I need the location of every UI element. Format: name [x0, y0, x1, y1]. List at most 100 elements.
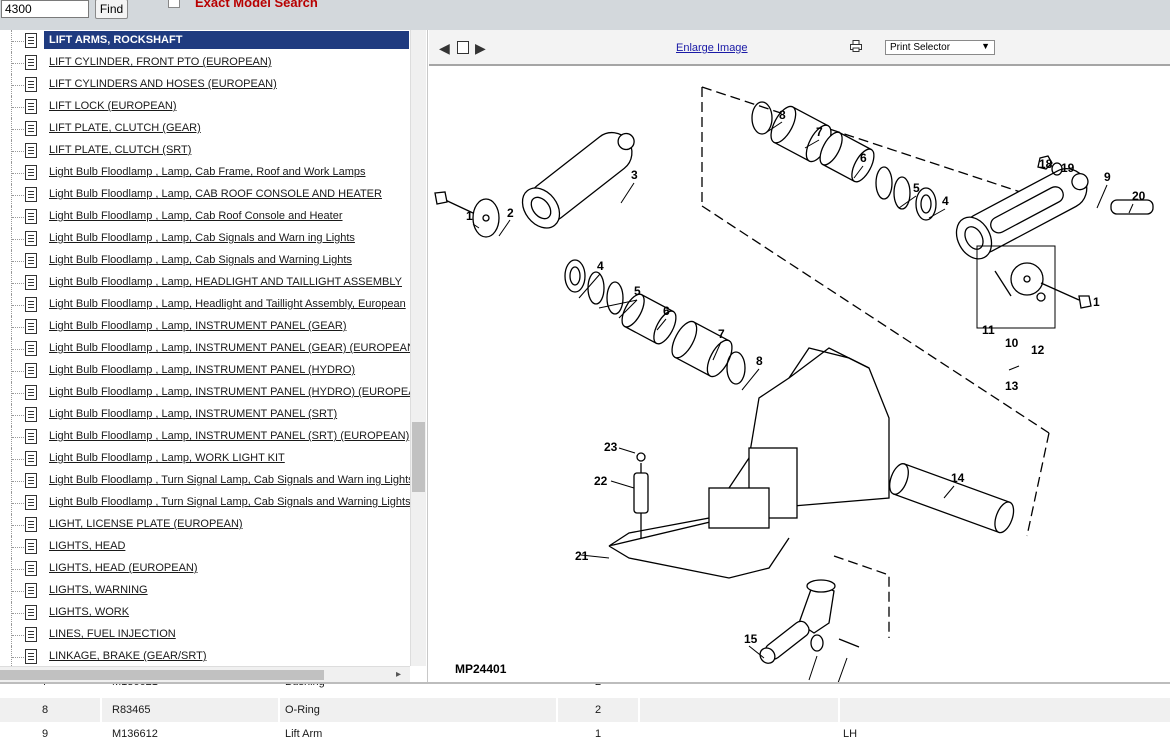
tree-connector: [11, 470, 12, 492]
tree-item-label[interactable]: Light Bulb Floodlamp , Lamp, Cab Signals…: [49, 232, 355, 244]
tree-item[interactable]: Light Bulb Floodlamp , Lamp, INSTRUMENT …: [0, 338, 410, 360]
callout-15: 15: [744, 632, 758, 646]
callout-1b: 1: [1093, 295, 1100, 309]
tree-item-label[interactable]: LIFT PLATE, CLUTCH (SRT): [49, 144, 192, 156]
tree-connector: [12, 107, 24, 108]
tree-vertical-scrollbar[interactable]: [410, 30, 426, 666]
print-selector-dropdown[interactable]: Print Selector ▼: [885, 40, 995, 55]
tree-item[interactable]: Light Bulb Floodlamp , Lamp, INSTRUMENT …: [0, 426, 410, 448]
tree-item[interactable]: LINKAGE, BRAKE (GEAR/SRT): [0, 646, 410, 666]
tree-vertical-scroll-thumb[interactable]: [412, 422, 425, 492]
tree-item-label[interactable]: LIFT CYLINDERS AND HOSES (EUROPEAN): [49, 78, 277, 90]
printer-icon[interactable]: [850, 40, 862, 52]
exact-model-checkbox[interactable]: [168, 0, 180, 8]
tree-item[interactable]: Light Bulb Floodlamp , Lamp, Headlight a…: [0, 294, 410, 316]
tree-item-label[interactable]: Light Bulb Floodlamp , Lamp, INSTRUMENT …: [49, 430, 410, 442]
tree-connector: [12, 41, 24, 42]
tree-item[interactable]: Light Bulb Floodlamp , Lamp, Cab Signals…: [0, 250, 410, 272]
tree-connector: [12, 393, 24, 394]
tree-item[interactable]: Light Bulb Floodlamp , Lamp, INSTRUMENT …: [0, 382, 410, 404]
tree-item[interactable]: Light Bulb Floodlamp , Lamp, WORK LIGHT …: [0, 448, 410, 470]
tree-item-label[interactable]: Light Bulb Floodlamp , Lamp, WORK LIGHT …: [49, 452, 285, 464]
tree-connector: [12, 547, 24, 548]
model-search-input[interactable]: [1, 0, 89, 18]
tree-item-label[interactable]: LIFT LOCK (EUROPEAN): [49, 100, 177, 112]
tree-item-label[interactable]: LIFT CYLINDER, FRONT PTO (EUROPEAN): [49, 56, 272, 68]
tree-connector: [12, 591, 24, 592]
tree-item-label[interactable]: LIGHT, LICENSE PLATE (EUROPEAN): [49, 518, 243, 530]
tree-item-label[interactable]: Light Bulb Floodlamp , Turn Signal Lamp,…: [49, 474, 410, 486]
tree-item-label[interactable]: Light Bulb Floodlamp , Lamp, Cab Roof Co…: [49, 210, 343, 222]
tree-connector: [11, 426, 12, 448]
tree-item-label[interactable]: Light Bulb Floodlamp , Lamp, INSTRUMENT …: [49, 320, 347, 332]
tree-item[interactable]: Light Bulb Floodlamp , Lamp, Cab Roof Co…: [0, 206, 410, 228]
tree-item[interactable]: LIGHT, LICENSE PLATE (EUROPEAN): [0, 514, 410, 536]
column-divider: [278, 722, 280, 746]
tree-item[interactable]: LIFT CYLINDERS AND HOSES (EUROPEAN): [0, 74, 410, 96]
tree-connector: [12, 371, 24, 372]
scroll-right-icon[interactable]: ▸: [396, 669, 402, 680]
tree-item-label[interactable]: LIFT ARMS, ROCKSHAFT: [49, 34, 183, 46]
callout-22: 22: [594, 474, 608, 488]
callout-1: 1: [466, 209, 473, 223]
callout-14: 14: [951, 471, 965, 485]
find-button[interactable]: Find: [95, 0, 128, 19]
tree-item-label[interactable]: Light Bulb Floodlamp , Lamp, Headlight a…: [49, 298, 406, 310]
tree-item[interactable]: LIGHTS, WARNING: [0, 580, 410, 602]
next-image-icon[interactable]: ▶: [475, 40, 486, 56]
tree-item[interactable]: Light Bulb Floodlamp , Lamp, INSTRUMENT …: [0, 316, 410, 338]
tree-horizontal-scroll-thumb[interactable]: [0, 670, 324, 680]
tree-item[interactable]: LIGHTS, HEAD (EUROPEAN): [0, 558, 410, 580]
tree-connector: [11, 646, 12, 666]
tree-item[interactable]: LIFT PLATE, CLUTCH (SRT): [0, 140, 410, 162]
tree-connector: [11, 316, 12, 338]
tree-item-label[interactable]: LIFT PLATE, CLUTCH (GEAR): [49, 122, 201, 134]
tree-connector: [11, 30, 12, 52]
tree-item[interactable]: LIFT LOCK (EUROPEAN): [0, 96, 410, 118]
tree-item-label[interactable]: LINKAGE, BRAKE (GEAR/SRT): [49, 650, 207, 662]
tree-item[interactable]: LIFT PLATE, CLUTCH (GEAR): [0, 118, 410, 140]
tree-item-label[interactable]: LIGHTS, WORK: [49, 606, 130, 618]
document-icon: [25, 627, 37, 642]
tree-item[interactable]: Light Bulb Floodlamp , Turn Signal Lamp,…: [0, 492, 410, 514]
tree-item-label[interactable]: Light Bulb Floodlamp , Turn Signal Lamp,…: [49, 496, 410, 508]
tree-item[interactable]: LIGHTS, HEAD: [0, 536, 410, 558]
document-icon: [25, 539, 37, 554]
cell-qty: 2: [595, 682, 602, 688]
tree-item[interactable]: LIFT ARMS, ROCKSHAFT: [0, 30, 410, 52]
tree-item-label[interactable]: Light Bulb Floodlamp , Lamp, CAB ROOF CO…: [49, 188, 382, 200]
tree-item[interactable]: Light Bulb Floodlamp , Lamp, INSTRUMENT …: [0, 404, 410, 426]
tree-item-label[interactable]: Light Bulb Floodlamp , Lamp, HEADLIGHT A…: [49, 276, 402, 288]
tree-item[interactable]: LIFT CYLINDER, FRONT PTO (EUROPEAN): [0, 52, 410, 74]
tree-item-label[interactable]: Light Bulb Floodlamp , Lamp, Cab Signals…: [49, 254, 352, 266]
tree-item[interactable]: LIGHTS, WORK: [0, 602, 410, 624]
callout-6: 6: [663, 304, 670, 318]
tree-item-label[interactable]: LIGHTS, HEAD: [49, 540, 126, 552]
tree-item[interactable]: Light Bulb Floodlamp , Lamp, CAB ROOF CO…: [0, 184, 410, 206]
tree-item-label[interactable]: Light Bulb Floodlamp , Lamp, Cab Frame, …: [49, 166, 366, 178]
tree-item-label[interactable]: LINES, FUEL INJECTION: [49, 628, 176, 640]
tree-item[interactable]: Light Bulb Floodlamp , Turn Signal Lamp,…: [0, 470, 410, 492]
callout-3: 3: [631, 168, 638, 182]
tree-horizontal-scrollbar[interactable]: ▸: [0, 666, 410, 682]
search-bar: Find Exact Model Search: [0, 0, 1170, 30]
tree-item-label[interactable]: Light Bulb Floodlamp , Lamp, INSTRUMENT …: [49, 342, 410, 354]
tree-item-label[interactable]: Light Bulb Floodlamp , Lamp, INSTRUMENT …: [49, 408, 338, 420]
tree-item[interactable]: Light Bulb Floodlamp , Lamp, Cab Frame, …: [0, 162, 410, 184]
callout-5: 5: [634, 284, 641, 298]
tree-item[interactable]: LINES, FUEL INJECTION: [0, 624, 410, 646]
tree-item[interactable]: Light Bulb Floodlamp , Lamp, Cab Signals…: [0, 228, 410, 250]
tree-item[interactable]: Light Bulb Floodlamp , Lamp, HEADLIGHT A…: [0, 272, 410, 294]
previous-image-icon[interactable]: ◀: [439, 40, 450, 56]
enlarge-image-link[interactable]: Enlarge Image: [676, 42, 748, 54]
document-icon: [25, 55, 37, 70]
tree-item-label[interactable]: LIGHTS, HEAD (EUROPEAN): [49, 562, 198, 574]
tree-item-label[interactable]: Light Bulb Floodlamp , Lamp, INSTRUMENT …: [49, 386, 410, 398]
page-icon[interactable]: [457, 41, 469, 54]
tree-item[interactable]: Light Bulb Floodlamp , Lamp, INSTRUMENT …: [0, 360, 410, 382]
tree-item-label[interactable]: LIGHTS, WARNING: [49, 584, 148, 596]
tree-item-label[interactable]: Light Bulb Floodlamp , Lamp, INSTRUMENT …: [49, 364, 356, 376]
